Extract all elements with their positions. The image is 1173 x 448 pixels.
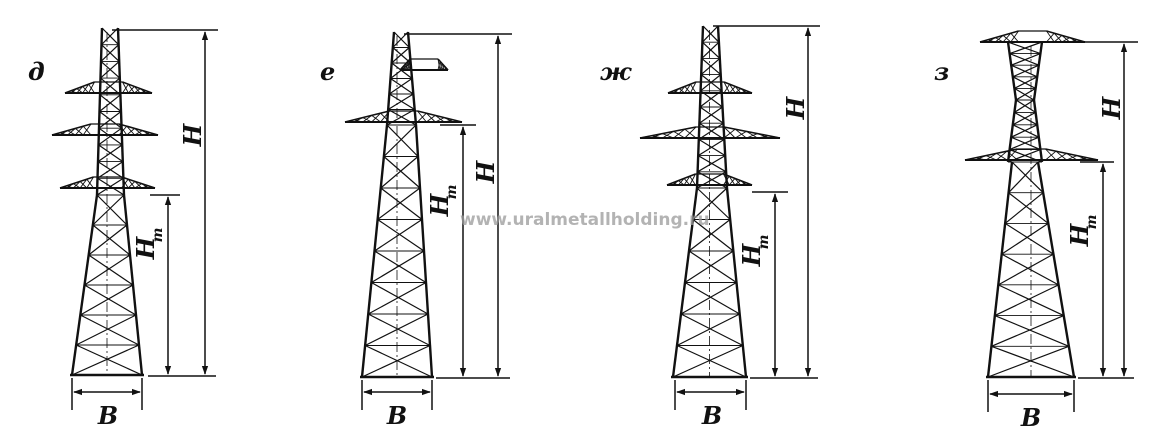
height-dimension-H: H xyxy=(713,25,820,379)
height-dimension-H: H xyxy=(404,33,512,379)
tower-height-dimension-Ht: H т xyxy=(425,124,476,377)
tower-letter-e: е xyxy=(320,57,335,86)
tower-height-dimension-Ht: H т xyxy=(131,194,180,375)
base-dimension-B: B xyxy=(361,380,433,430)
watermark-text: www.uralmetallholding.ru xyxy=(460,210,710,230)
tower-z: з H H т B xyxy=(934,30,1138,432)
base-label: B xyxy=(1020,403,1041,432)
height-dimension-H: H xyxy=(112,29,218,377)
tower-height-label: H xyxy=(425,192,454,217)
base-dimension-B: B xyxy=(674,380,747,430)
tower-z-structure xyxy=(964,30,1099,379)
tower-e: е H H т B xyxy=(320,31,512,430)
height-label: H xyxy=(178,122,207,147)
tower-height-subscript: т xyxy=(1084,215,1100,230)
tower-letter-d: д xyxy=(28,57,45,86)
height-label: H xyxy=(1097,95,1126,120)
tower-height-label: H xyxy=(1065,222,1094,247)
tower-height-label: H xyxy=(737,242,766,267)
tower-e-structure xyxy=(344,31,463,379)
base-label: B xyxy=(97,401,118,430)
base-label: B xyxy=(701,401,722,430)
height-dimension-H: H xyxy=(1040,41,1138,379)
height-label: H xyxy=(781,95,810,120)
base-label: B xyxy=(386,401,407,430)
tower-height-dimension-Ht: H т xyxy=(1065,161,1114,377)
tower-d-structure xyxy=(51,27,159,377)
tower-height-label: H xyxy=(131,235,160,260)
tower-height-subscript: т xyxy=(756,235,772,250)
tower-letter-zh: ж xyxy=(600,57,632,86)
tower-height-dimension-Ht: H т xyxy=(737,191,788,377)
tower-letter-z: з xyxy=(934,57,949,86)
tower-zh-structure xyxy=(639,25,781,379)
base-dimension-B: B xyxy=(71,378,143,430)
base-dimension-B: B xyxy=(987,380,1075,432)
height-label: H xyxy=(471,159,500,184)
tower-height-subscript: т xyxy=(150,228,166,243)
tower-zh: ж H H т B xyxy=(600,25,820,430)
tower-height-subscript: т xyxy=(444,185,460,200)
tower-d: д H H т B xyxy=(28,27,218,430)
